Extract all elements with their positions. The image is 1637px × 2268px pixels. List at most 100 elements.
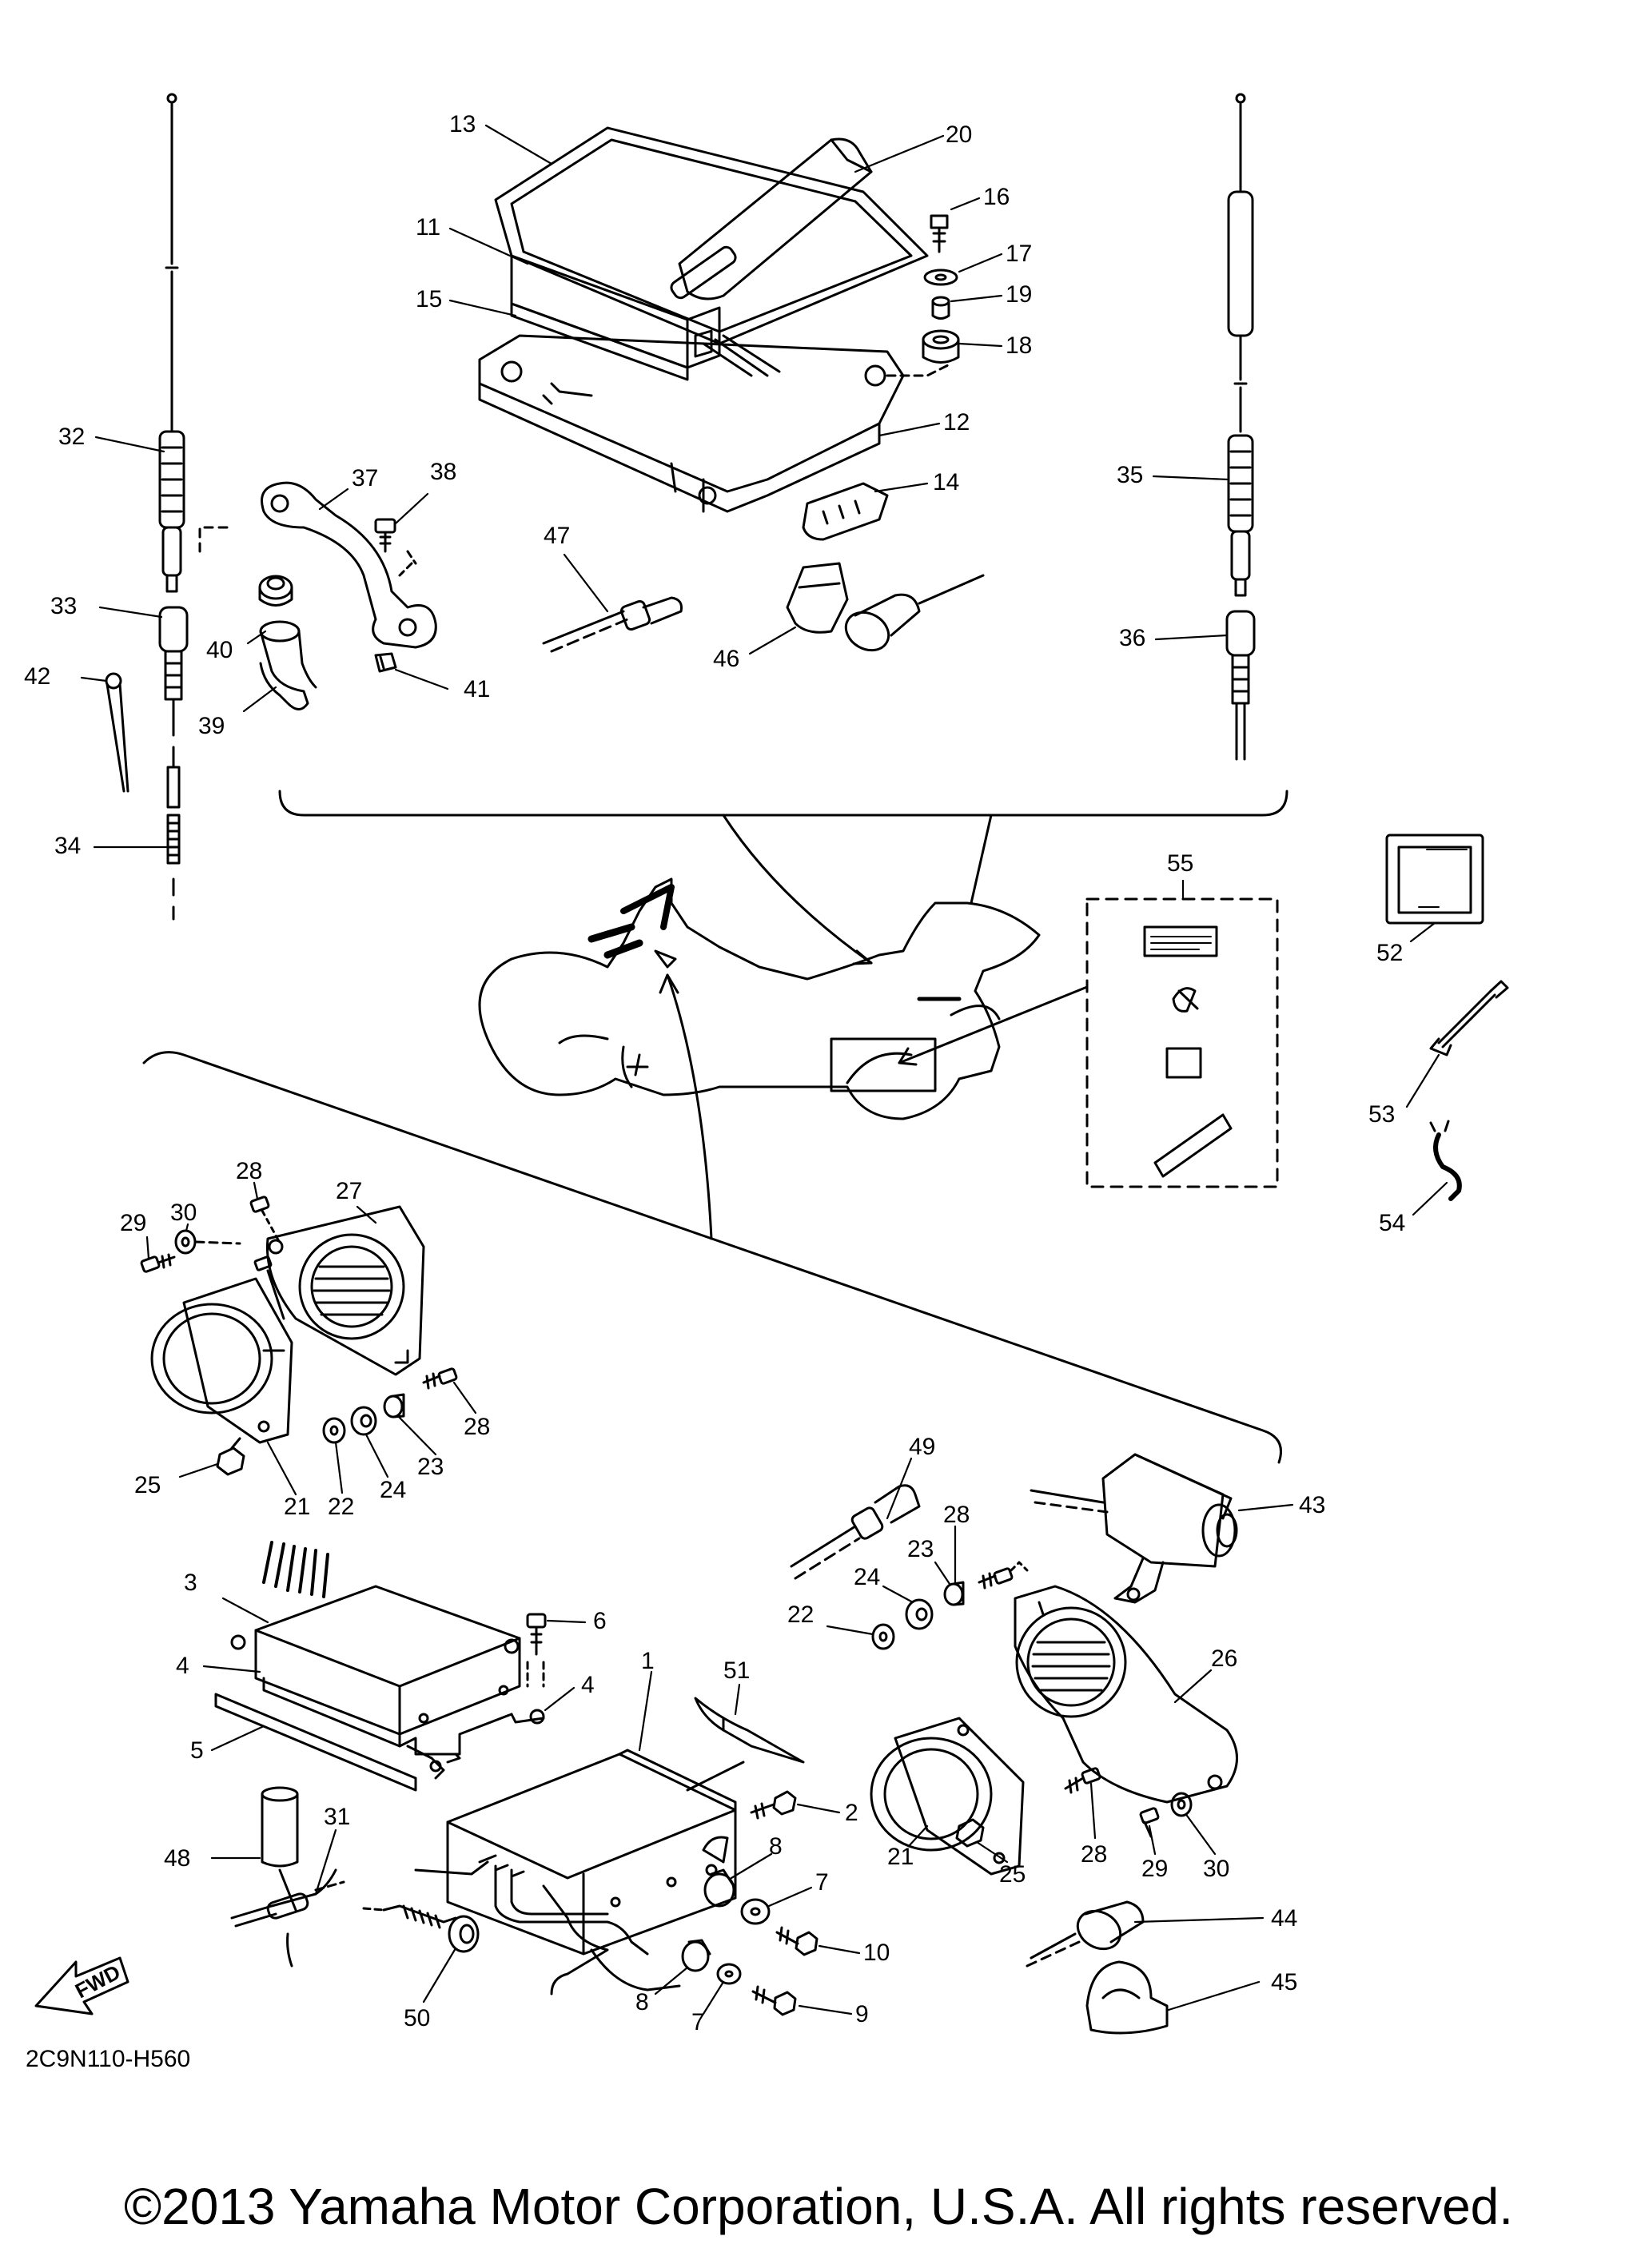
callout-51: 51 [723, 1657, 750, 1684]
leader-labels-arrow [898, 1047, 918, 1066]
callout-33: 33 [50, 593, 77, 619]
leader-ecu-arrow [852, 949, 873, 965]
callout-46: 46 [713, 646, 739, 672]
callout-28d: 28 [1081, 1841, 1107, 1868]
label-kit-decal [1143, 925, 1218, 957]
tool-53 [1429, 980, 1509, 1056]
ecu-mount-bolt [930, 214, 949, 253]
cable-tie [105, 672, 129, 793]
ecu-connector-cover [802, 482, 889, 541]
callout-18: 18 [1006, 332, 1032, 359]
grommet-8-lower [681, 1939, 711, 1972]
copyright-notice: ©2013 Yamaha Motor Corporation, U.S.A. A… [123, 2178, 1514, 2235]
washer-22-right [871, 1623, 895, 1650]
sensor-47 [542, 596, 683, 653]
antenna-base-right [1225, 610, 1256, 761]
label-kit-strip [1153, 1113, 1233, 1178]
ecu-damper [922, 329, 960, 364]
screw-28-left-top [249, 1196, 281, 1244]
audio-harness [262, 1541, 329, 1598]
washer-30-right [1170, 1792, 1193, 1817]
label-kit-clip [1172, 987, 1199, 1013]
washer-30-left [174, 1229, 241, 1255]
damper-24-right [905, 1598, 934, 1630]
callout-10: 10 [863, 1940, 890, 1966]
callout-25b: 25 [999, 1861, 1026, 1888]
horn-43 [1030, 1453, 1238, 1604]
leader-to-antenna [970, 814, 993, 905]
collar-23-right [943, 1581, 965, 1606]
grommet-8-upper [703, 1868, 735, 1908]
screw-28-right-top [978, 1561, 1029, 1590]
callout-7b: 7 [691, 2009, 705, 2035]
callout-4a: 4 [176, 1653, 189, 1679]
screw-29-right [1139, 1807, 1160, 1838]
speaker-right [870, 1717, 1025, 1876]
ecu-collar [931, 296, 950, 320]
bolt-6 [526, 1613, 547, 1688]
callout-29b: 29 [1141, 1856, 1168, 1882]
audio-cables [414, 1860, 681, 1995]
amplifier-3 [230, 1585, 521, 1736]
callout-37: 37 [352, 465, 378, 491]
antenna-left [158, 93, 185, 593]
motorcycle-outline [478, 877, 1041, 1120]
callout-17: 17 [1006, 241, 1032, 267]
antenna-base-left [158, 606, 189, 921]
washer-7-upper [740, 1898, 771, 1925]
callout-52: 52 [1376, 940, 1403, 966]
callout-13: 13 [449, 111, 476, 137]
callout-27: 27 [336, 1178, 362, 1204]
bracket-bolt [374, 518, 417, 577]
ecu-washer [923, 269, 958, 286]
callout-36: 36 [1119, 625, 1145, 651]
callout-54: 54 [1379, 1210, 1405, 1236]
callout-24b: 24 [854, 1564, 880, 1590]
callout-3: 3 [184, 1570, 197, 1596]
speaker-screw-left-top [253, 1255, 285, 1320]
callout-20: 20 [946, 121, 972, 148]
callout-41: 41 [464, 676, 490, 702]
callout-50: 50 [404, 2005, 430, 2031]
callout-12: 12 [943, 409, 970, 436]
callout-labels: 13 20 16 11 17 19 15 18 12 32 35 37 38 1… [24, 111, 1405, 2035]
callout-1: 1 [641, 1648, 655, 1674]
callout-49: 49 [909, 1434, 935, 1460]
antenna-bracket [198, 481, 437, 649]
callout-42: 42 [24, 663, 50, 690]
leader-from-speakers [666, 973, 713, 1240]
connector-50 [362, 1904, 480, 1953]
callout-26: 26 [1211, 1645, 1237, 1672]
callout-48: 48 [164, 1845, 190, 1872]
callout-34: 34 [54, 833, 81, 859]
damper-24-left [350, 1406, 377, 1436]
antenna-mount-pipe [259, 620, 317, 710]
callout-23b: 23 [907, 1536, 934, 1562]
speaker-grille-left [265, 1205, 425, 1376]
wire-harness-54 [1429, 1120, 1462, 1201]
callout-22b: 22 [787, 1602, 814, 1628]
callout-5: 5 [190, 1737, 204, 1764]
callout-14: 14 [933, 469, 959, 495]
screw-29-left [140, 1253, 176, 1273]
washer-22-left [322, 1417, 346, 1444]
callout-44: 44 [1271, 1905, 1297, 1932]
callout-19: 19 [1006, 281, 1032, 308]
callout-6: 6 [593, 1608, 607, 1634]
callout-30a: 30 [170, 1200, 197, 1226]
bracket-51 [694, 1697, 805, 1764]
antenna-right [1227, 93, 1254, 597]
ecu-tray [478, 334, 953, 513]
ecu-cushion [510, 302, 689, 381]
callout-32: 32 [58, 424, 85, 450]
manual-booklet [1385, 834, 1484, 925]
clip [374, 652, 397, 673]
screw-28-left-bottom [422, 1367, 458, 1390]
callout-8a: 8 [769, 1833, 783, 1860]
callout-35: 35 [1117, 462, 1143, 488]
bracket-strip-5 [214, 1693, 445, 1792]
top-group-bracket [278, 790, 1288, 817]
nut-25-right [955, 1818, 985, 1848]
callout-28b: 28 [464, 1414, 490, 1440]
